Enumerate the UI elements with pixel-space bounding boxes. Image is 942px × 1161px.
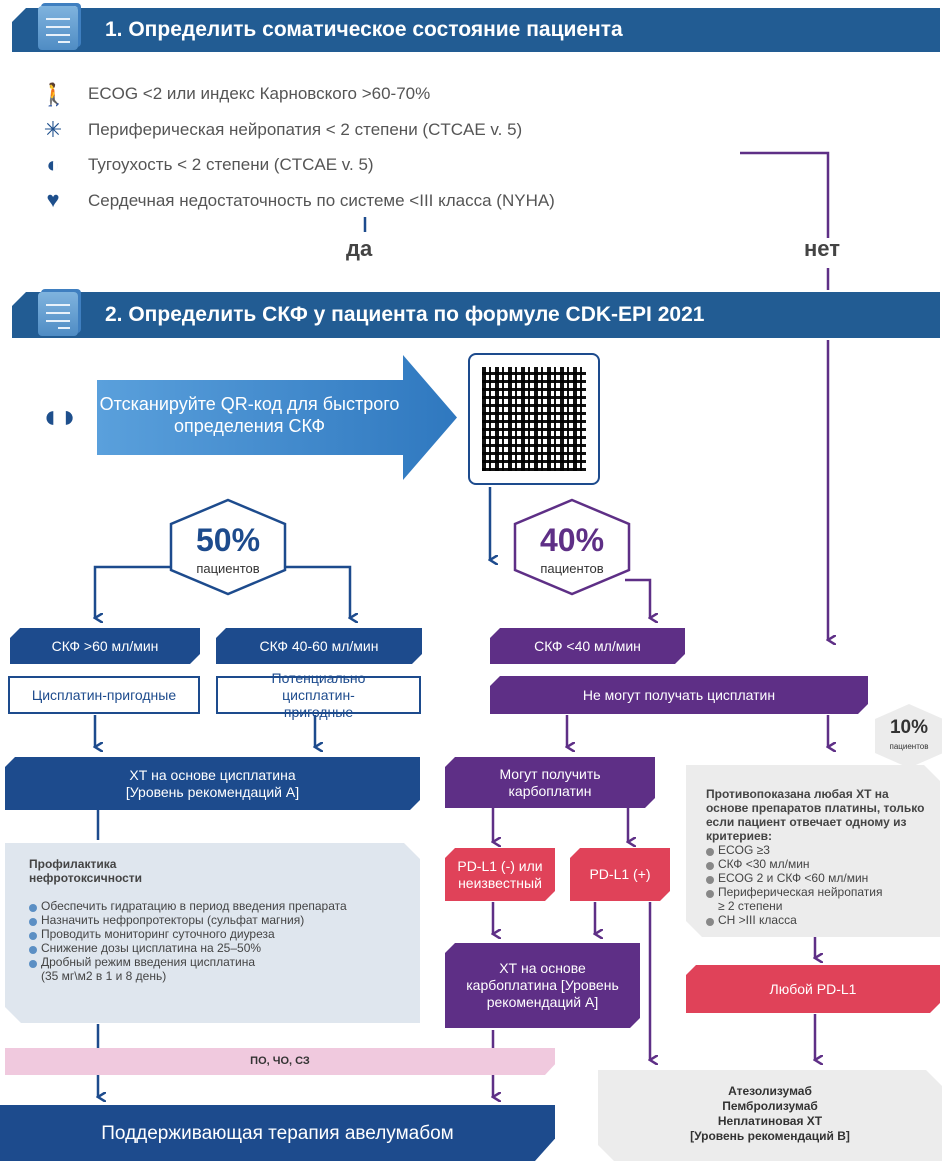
contra-item: ECOG ≥3: [706, 843, 930, 857]
pdl1-positive: PD-L1 (+): [570, 848, 670, 901]
alternative-therapy: Атезолизумаб Пембролизумаб Неплатиновая …: [598, 1070, 942, 1161]
cisplatin-chemo: ХТ на основе цисплатина [Уровень рекомен…: [5, 757, 420, 810]
any-pdl1: Любой PD-L1: [686, 965, 940, 1013]
walking-person-icon: 🚶: [40, 82, 68, 107]
gfr-40-60: СКФ 40-60 мл/мин: [216, 628, 422, 664]
cisplatin-fit: Цисплатин-пригодные: [8, 676, 200, 714]
yes-label: да: [346, 236, 373, 261]
contra-item: СН >III класса: [706, 913, 930, 927]
hexagon-40: [513, 498, 631, 596]
prophylaxis-item: Снижение дозы цисплатина на 25–50%: [29, 941, 349, 955]
hexagon-10: [875, 704, 942, 768]
document-icon: [38, 292, 78, 336]
platinum-contraindication: Противопоказана любая ХТ на основе препа…: [686, 765, 940, 937]
carboplatin-chemo: ХТ на основе карбоплатина [Уровень реком…: [445, 943, 640, 1028]
contra-item: Периферическая нейропатия ≥ 2 степени: [706, 885, 888, 913]
criterion-ecog: ECOG <2 или индекс Карновского >60-70%: [88, 84, 431, 103]
hexagon-50: [169, 498, 287, 596]
hex40-percent: 40%: [539, 522, 605, 558]
hex50-percent: 50%: [195, 522, 261, 558]
cisplatin-unfit: Не могут получать цисплатин: [490, 676, 868, 714]
carboplatin-eligible: Могут получить карбоплатин: [445, 757, 655, 808]
document-icon: [38, 6, 78, 50]
nephrotoxicity-prophylaxis: Профилактика нефротоксичности Обеспечить…: [5, 843, 420, 1023]
cisplatin-potential: Потенциально цисплатин-пригодные: [216, 670, 421, 720]
alt-recommendation: [Уровень рекомендаций В]: [690, 1129, 850, 1143]
gfr-over-60: СКФ >60 мл/мин: [10, 628, 200, 664]
alt-non-platinum: Неплатиновая ХТ: [717, 1114, 823, 1128]
alt-pembrolizumab: Пембролизумаб: [722, 1099, 818, 1113]
step2-header: 2. Определить СКФ у пациента по формуле …: [12, 292, 940, 338]
prophylaxis-item: Назначить нефропротекторы (сульфат магни…: [29, 913, 349, 927]
step1-header: 1. Определить соматическое состояние пац…: [12, 8, 940, 52]
alt-atezolizumab: Атезолизумаб: [728, 1084, 812, 1098]
no-label: нет: [804, 236, 841, 261]
neuron-icon: ✳: [43, 117, 63, 142]
avelumab-maintenance: Поддерживающая терапия авелумабом: [0, 1105, 555, 1161]
ear-icon: ◐: [46, 152, 60, 177]
hex10-percent: 10%: [889, 717, 929, 738]
hex10-label: пациентов: [889, 742, 929, 751]
contra-item: ECOG 2 и СКФ <60 мл/мин: [706, 871, 930, 885]
heart-icon: ♥: [46, 187, 60, 212]
criterion-neuropathy: Периферическая нейропатия < 2 степени (C…: [88, 120, 523, 139]
prophylaxis-title: Профилактика нефротоксичности: [29, 857, 143, 885]
qr-code[interactable]: [468, 353, 600, 485]
prophylaxis-item: Дробный режим введения цисплатина (35 мг…: [29, 955, 271, 983]
prophylaxis-item: Обеспечить гидратацию в период введения …: [29, 899, 349, 913]
hex50-label: пациентов: [196, 561, 260, 576]
criterion-hearing: Тугоухость < 2 степени (CTCAE v. 5): [88, 155, 374, 174]
prophylaxis-item: Проводить мониторинг суточного диуреза: [29, 927, 349, 941]
hex40-label: пациентов: [540, 561, 604, 576]
contra-title: Противопоказана любая ХТ на основе препа…: [706, 787, 925, 843]
criterion-heart: Сердечная недостаточность по системе <II…: [88, 191, 555, 210]
gfr-under-40: СКФ <40 мл/мин: [490, 628, 685, 664]
pdl1-negative: PD-L1 (-) или неизвестный: [445, 848, 555, 901]
contra-item: СКФ <30 мл/мин: [706, 857, 930, 871]
kidney-icon: ◖◗: [40, 398, 79, 434]
qr-instruction: Отсканируйте QR-код для быстрого определ…: [99, 394, 400, 436]
response-bar: ПО, ЧО, СЗ: [5, 1048, 555, 1075]
